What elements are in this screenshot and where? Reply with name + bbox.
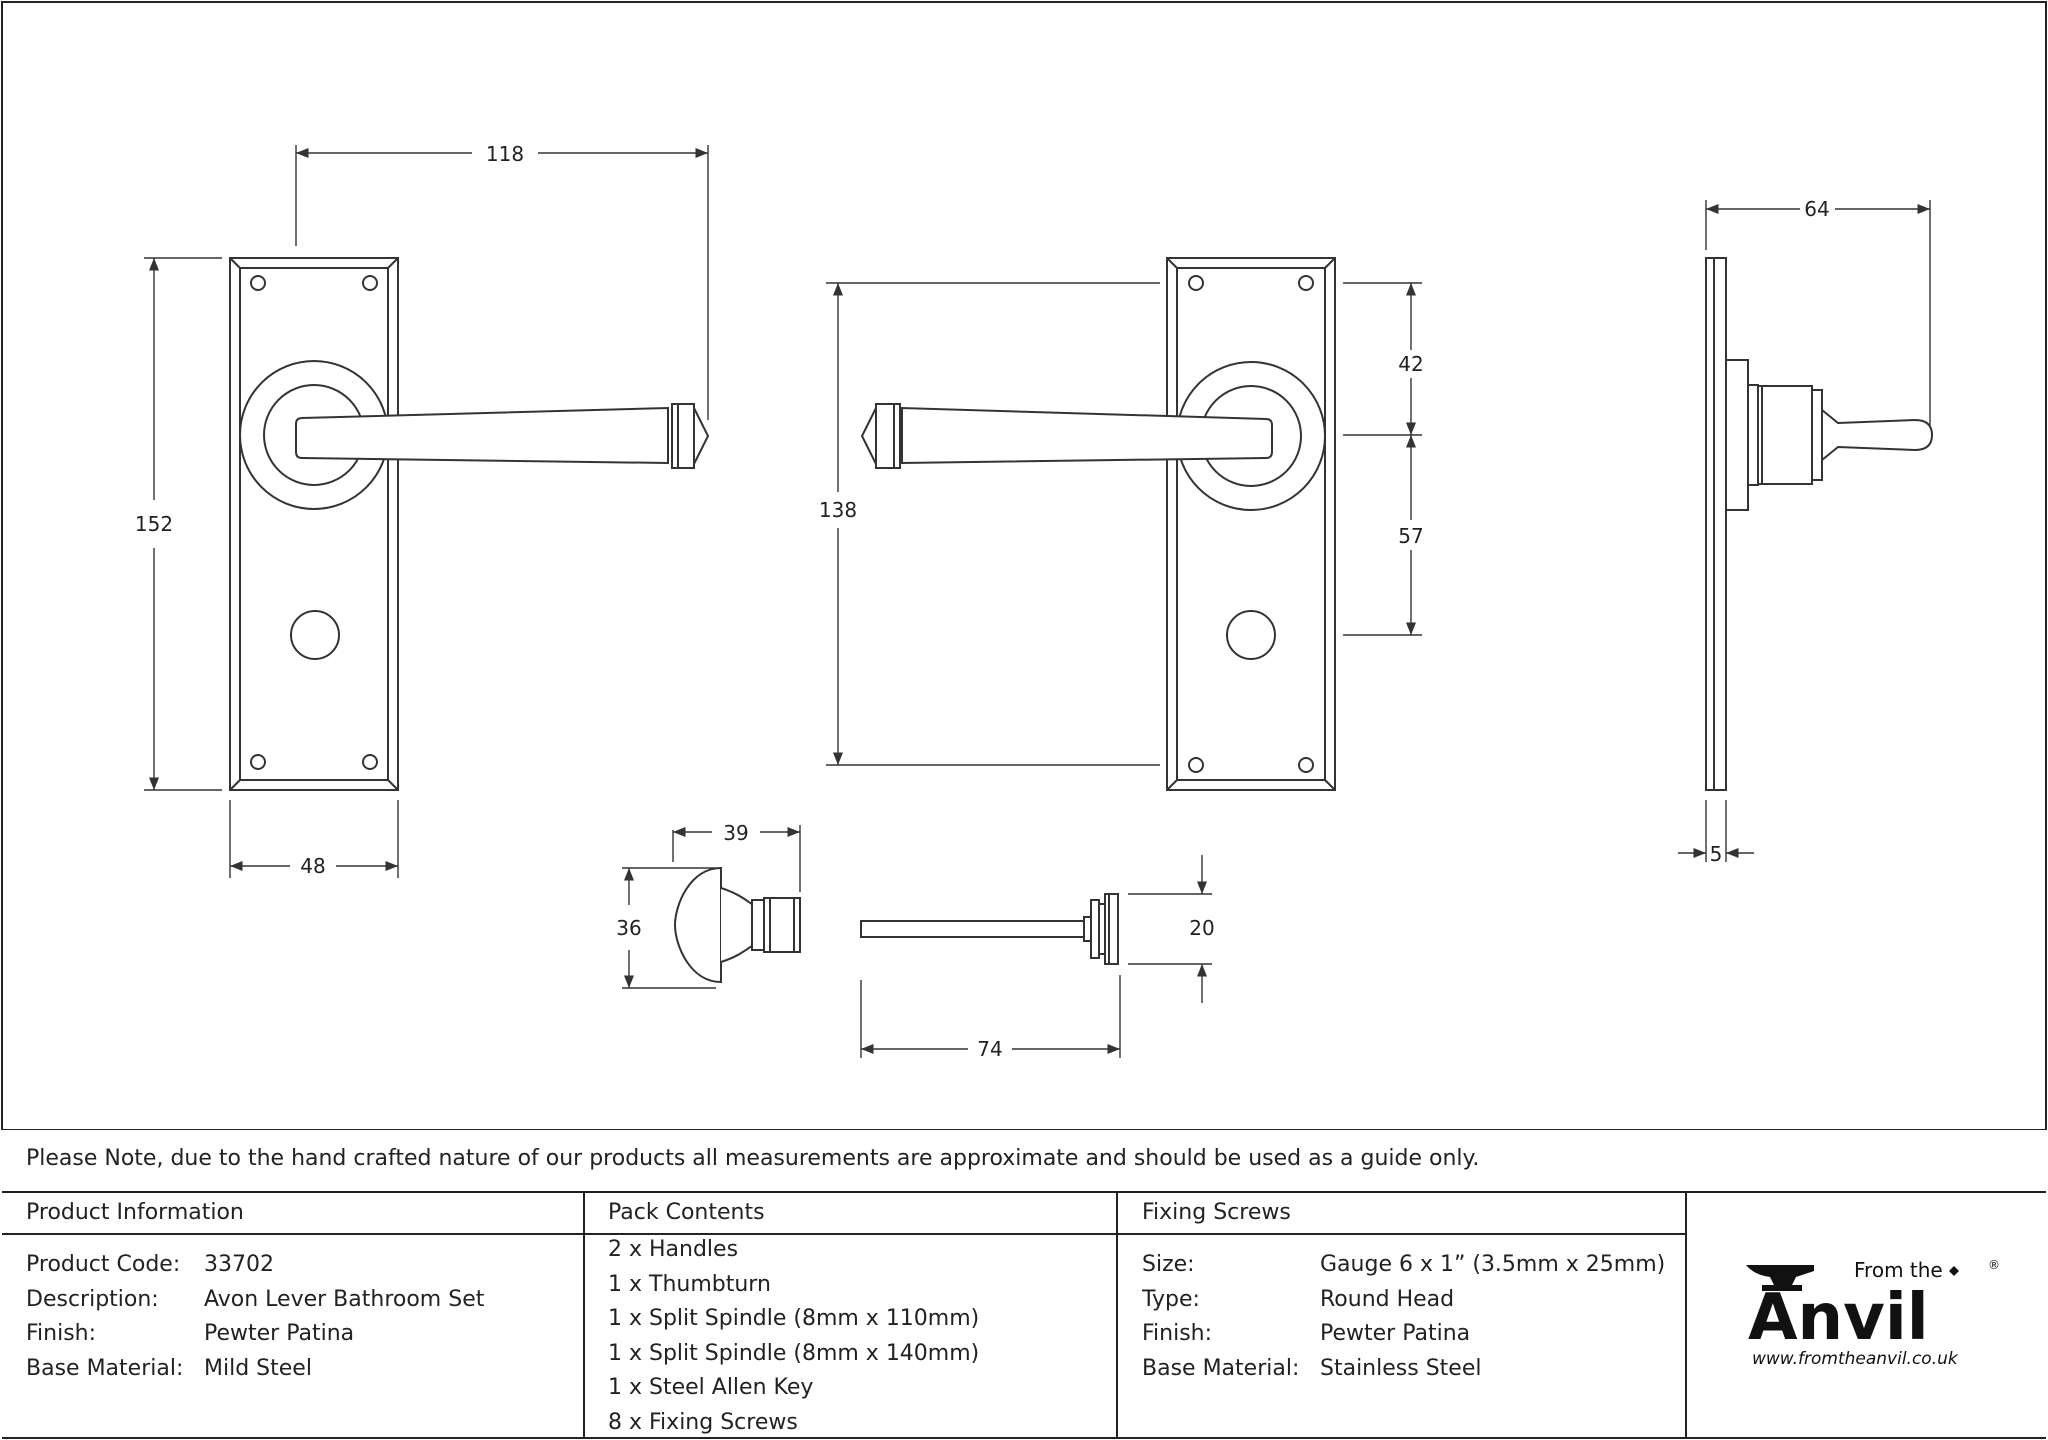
anvil-icon (1746, 1265, 1814, 1291)
pack-contents-list: 2 x Handles 1 x Thumbturn 1 x Split Spin… (608, 1233, 979, 1440)
product-info-row: Product Code: 33702 (26, 1248, 484, 1283)
product-info-value: 33702 (204, 1252, 274, 1277)
product-info-label: Description: (26, 1286, 159, 1312)
dim-top-to-spindle: 42 (1398, 352, 1423, 376)
fixing-screws-label: Base Material: (1142, 1355, 1300, 1381)
dim-thumbturn-length: 39 (723, 821, 748, 845)
fixing-screws-row: Finish: Pewter Patina (1142, 1317, 1665, 1352)
dim-front-height: 152 (135, 512, 173, 536)
diamond-icon (1949, 1266, 1959, 1276)
product-info-header: Product Information (26, 1200, 244, 1225)
rear-view (860, 257, 1336, 791)
product-info-row: Finish: Pewter Patina (26, 1317, 484, 1352)
measurement-note: Please Note, due to the hand crafted nat… (26, 1146, 1480, 1171)
dim-projection: 64 (1804, 197, 1829, 221)
fixing-screws-value: Pewter Patina (1320, 1321, 1471, 1346)
dim-screw-to-screw: 138 (819, 498, 857, 522)
logo-url: www.fromtheanvil.co.uk (1752, 1349, 1959, 1369)
product-info-label: Product Code: (26, 1252, 181, 1277)
drawing-area: 118 152 48 (1, 1, 2047, 1130)
fixing-screws-row: Base Material: Stainless Steel (1142, 1352, 1665, 1387)
fixing-screws-row: Type: Round Head (1142, 1283, 1665, 1318)
pack-item: 1 x Thumbturn (608, 1271, 771, 1297)
thumbturn-dimensions (622, 825, 801, 989)
product-info-value: Pewter Patina (204, 1321, 355, 1346)
side-dimensions (1678, 200, 1931, 862)
fixing-screws-label: Size: (1142, 1252, 1195, 1277)
logo-registered: ® (1988, 1258, 2000, 1272)
dim-release-length: 74 (977, 1037, 1002, 1061)
product-info-row: Base Material: Mild Steel (26, 1352, 484, 1387)
dim-thumbturn-diameter: 36 (616, 916, 641, 940)
product-info-label: Finish: (26, 1321, 97, 1346)
product-info-label: Base Material: (26, 1355, 184, 1381)
front-dimensions (144, 145, 709, 878)
logo-anvil: Anvil (1748, 1281, 1929, 1355)
release-spindle (860, 893, 1119, 965)
pack-item: 2 x Handles (608, 1237, 739, 1262)
pack-item: 8 x Fixing Screws (608, 1409, 798, 1435)
dim-lever-reach: 118 (486, 142, 524, 166)
fixing-screws-list: Size: Gauge 6 x 1” (3.5mm x 25mm) Type: Ro… (1142, 1248, 1665, 1386)
info-table-grid (2, 1191, 2046, 1439)
dim-plate-thickness: 5 (1710, 842, 1723, 866)
product-info-value: Avon Lever Bathroom Set (204, 1286, 485, 1312)
pack-contents-header: Pack Contents (608, 1200, 765, 1225)
fixing-screws-value: Stainless Steel (1320, 1355, 1482, 1381)
release-dimensions (860, 855, 1212, 1058)
product-info-row: Description: Avon Lever Bathroom Set (26, 1283, 484, 1318)
product-info-list: Product Code: 33702 Description: Avon Leve… (26, 1248, 484, 1386)
pack-item: 1 x Steel Allen Key (608, 1375, 814, 1400)
pack-item: 1 x Split Spindle (8mm x 140mm) (608, 1340, 980, 1366)
fixing-screws-value: Gauge 6 x 1” (3.5mm x 25mm) (1320, 1252, 1666, 1277)
pack-item: 1 x Split Spindle (8mm x 110mm) (608, 1306, 980, 1331)
dim-spindle-to-turn: 57 (1398, 524, 1423, 548)
dim-front-width: 48 (300, 854, 325, 878)
fixing-screws-label: Finish: (1142, 1321, 1213, 1346)
fixing-screws-label: Type: (1142, 1286, 1200, 1312)
thumbturn (673, 866, 801, 984)
side-view (1705, 257, 1934, 791)
fixing-screws-row: Size: Gauge 6 x 1” (3.5mm x 25mm) (1142, 1248, 1665, 1283)
fixing-screws-value: Round Head (1320, 1286, 1455, 1312)
logo-from-the: From the (1854, 1258, 1943, 1282)
product-info-value: Mild Steel (204, 1355, 312, 1381)
fixing-screws-header: Fixing Screws (1142, 1200, 1291, 1225)
dim-release-diameter: 20 (1189, 916, 1214, 940)
rear-dimensions (826, 282, 1422, 766)
from-the-anvil-logo: From the ® Anvil www.fromtheanvil.co.uk (1746, 1258, 2000, 1369)
front-view (229, 257, 710, 791)
